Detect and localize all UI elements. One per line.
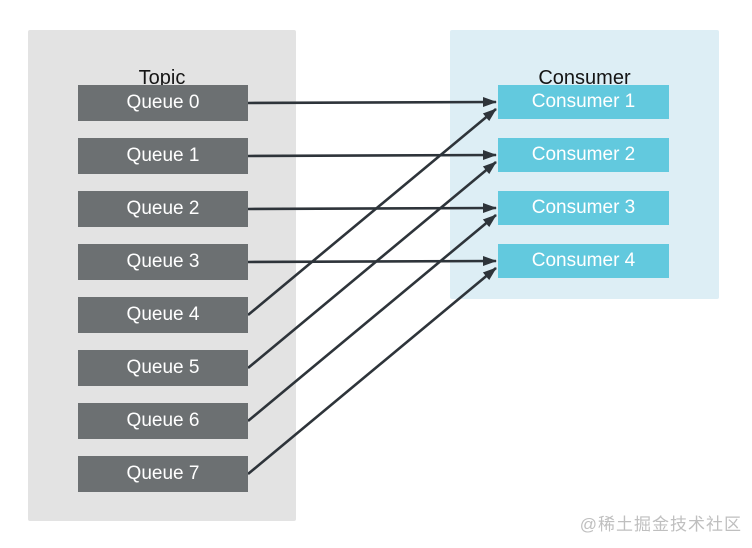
consumer-panel-title: Consumer (538, 67, 631, 89)
topic-panel-title: Topic (138, 67, 186, 89)
queue-box: Queue 3 (78, 244, 248, 280)
consumer-box: Consumer 2 (498, 138, 669, 172)
consumer-box: Consumer 1 (498, 85, 669, 119)
queue-box: Queue 7 (78, 456, 248, 492)
queue-box: Queue 5 (78, 350, 248, 386)
consumer-box: Consumer 4 (498, 244, 669, 278)
queue-box: Queue 6 (78, 403, 248, 439)
queue-box: Queue 0 (78, 85, 248, 121)
queue-box: Queue 1 (78, 138, 248, 174)
consumer-box: Consumer 3 (498, 191, 669, 225)
watermark: @稀土掘金技术社区 (579, 515, 742, 534)
queue-box: Queue 2 (78, 191, 248, 227)
queue-box: Queue 4 (78, 297, 248, 333)
